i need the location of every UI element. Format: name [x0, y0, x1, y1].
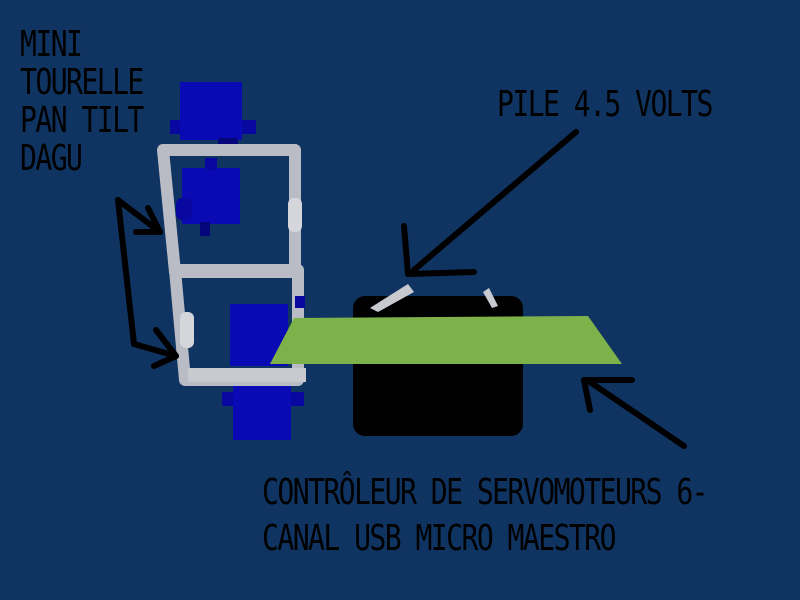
bottom-servo	[222, 386, 304, 440]
turret-label-line-2: TOURELLE	[20, 62, 144, 103]
lower-bracket	[169, 264, 306, 386]
turret-label-line-1: MINI	[20, 24, 83, 65]
battery-label: PILE 4.5 VOLTS	[497, 84, 713, 125]
controller-label: CONTRÔLEUR DE SERVOMOTEURS 6- CANAL USB …	[262, 470, 709, 562]
turret-label-line-3: PAN TILT	[20, 100, 144, 141]
battery-arrow	[401, 129, 579, 277]
battery-terminal-left	[370, 284, 414, 312]
turret-arrow	[115, 197, 179, 369]
controller-board	[270, 316, 622, 364]
battery-terminal-right	[483, 288, 498, 308]
middle-servo	[176, 158, 240, 236]
battery-label-text: PILE 4.5 VOLTS	[497, 84, 713, 125]
controller-label-line-1: CONTRÔLEUR DE SERVOMOTEURS 6-	[262, 472, 709, 513]
controller-label-line-2: CANAL USB MICRO MAESTRO	[262, 518, 617, 559]
turret-label-line-4: DAGU	[20, 138, 83, 179]
turret-label: MINI TOURELLE PAN TILT DAGU	[20, 24, 144, 179]
controller-arrow	[581, 377, 687, 449]
top-servo	[170, 82, 256, 152]
